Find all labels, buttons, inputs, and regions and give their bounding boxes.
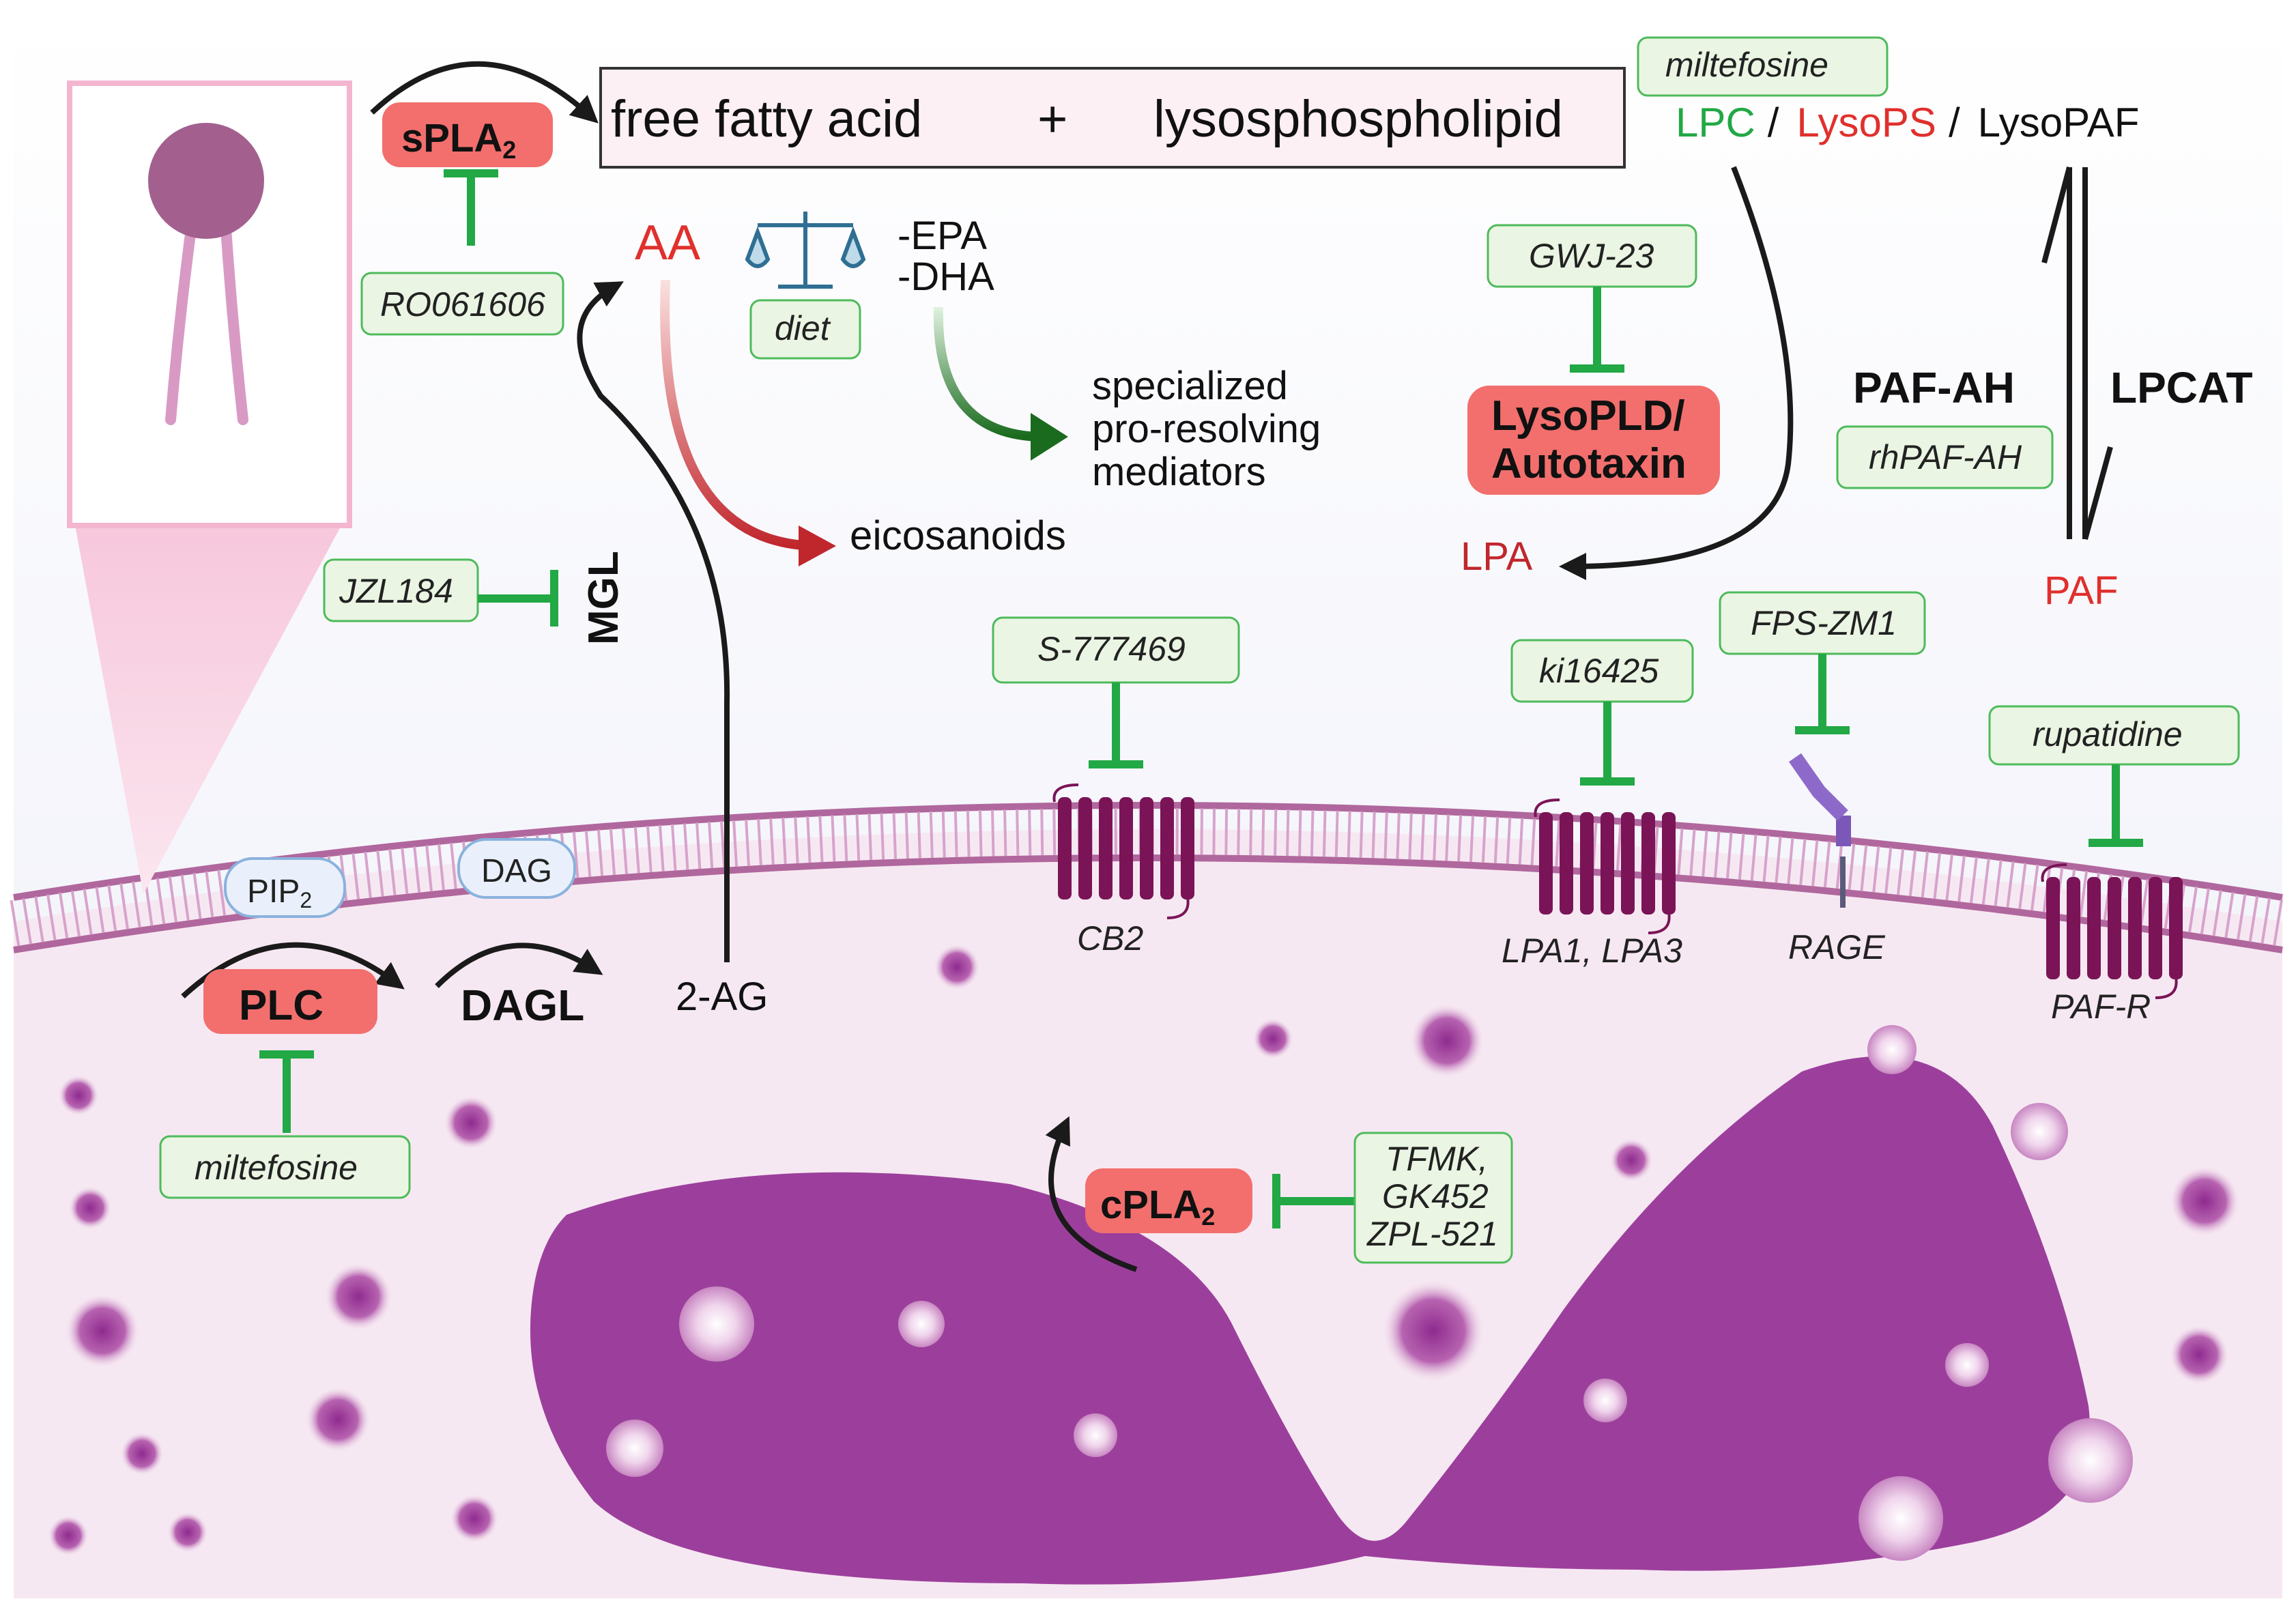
svg-text:LPC/LysoPS/LysoPAF: LPC / LysoPS / LysoPAF bbox=[1676, 100, 2139, 145]
lpa1-lpa3-label: LPA1, LPA3 bbox=[1502, 932, 1682, 970]
diet-label: diet bbox=[775, 309, 831, 347]
lysops-label: LysoPS bbox=[1796, 100, 1936, 145]
zoom-cone bbox=[75, 526, 341, 894]
epa-label: -EPA bbox=[898, 214, 987, 258]
spla2-label: sPLA bbox=[401, 116, 502, 160]
free-fatty-acid-label: free fatty acid bbox=[611, 90, 922, 148]
spla2-box bbox=[382, 102, 553, 167]
dagl-label: DAGL bbox=[461, 981, 584, 1030]
slash-1: / bbox=[1768, 100, 1779, 145]
s777469-label: S-777469 bbox=[1037, 630, 1186, 668]
paf-ah-label: PAF-AH bbox=[1853, 363, 2015, 412]
rhpaf-ah-box bbox=[1836, 425, 2054, 489]
miltefosine-plc-label: miltefosine bbox=[195, 1149, 358, 1187]
aa-to-eicosanoids bbox=[660, 279, 820, 551]
mgl-label: MGL bbox=[580, 551, 627, 645]
jzl184-label: JZL184 bbox=[339, 572, 453, 610]
svg-text:cPLA2: cPLA2 bbox=[1100, 1183, 1215, 1230]
phospholipid-icon bbox=[148, 123, 264, 425]
spm-arrowhead bbox=[1031, 413, 1068, 461]
plc-label: PLC bbox=[239, 982, 324, 1029]
spm-label-1: specialized bbox=[1092, 364, 1288, 408]
rhpaf-ah-label: rhPAF-AH bbox=[1869, 438, 2022, 476]
lysopld-box bbox=[1467, 386, 1720, 495]
cpla2-arrow bbox=[1045, 1116, 1138, 1272]
lpa-label: LPA bbox=[1461, 534, 1533, 579]
miltefosine-top-box bbox=[1637, 36, 1889, 97]
tfmk-label-1: TFMK, bbox=[1386, 1140, 1488, 1178]
spm-label-2: pro-resolving bbox=[1092, 407, 1321, 451]
spla2-arrow bbox=[370, 61, 599, 124]
tfmk-label-3: ZPL-521 bbox=[1366, 1215, 1498, 1253]
rage-label: RAGE bbox=[1788, 928, 1885, 966]
tfmk-box bbox=[1353, 1132, 1513, 1264]
epa-to-spm-arrow bbox=[933, 306, 1045, 442]
lpcat-label: LPCAT bbox=[2110, 363, 2253, 412]
lysophospholipid-label: lysosphospholipid bbox=[1153, 90, 1563, 148]
dagl-arrow bbox=[435, 942, 603, 988]
svg-text:PIP2: PIP2 bbox=[247, 874, 312, 912]
lpc-to-lpa-arrow bbox=[1559, 166, 1794, 580]
diet-box bbox=[749, 299, 861, 360]
jzl184-box bbox=[323, 558, 479, 622]
paf-label: PAF bbox=[2044, 568, 2119, 613]
ki16425-box bbox=[1510, 639, 1694, 703]
pip2-pill bbox=[224, 857, 346, 918]
gwj23-label: GWJ-23 bbox=[1529, 237, 1654, 275]
rage-receptor-icon bbox=[1788, 753, 1851, 908]
slash-2: / bbox=[1949, 100, 1960, 145]
gwj23-box bbox=[1487, 224, 1697, 288]
pip2-subscript: 2 bbox=[300, 888, 312, 912]
dha-label: -DHA bbox=[898, 255, 994, 299]
paf-receptor-icon bbox=[2041, 863, 2183, 999]
cb2-label: CB2 bbox=[1077, 919, 1143, 958]
spla2-subscript: 2 bbox=[502, 136, 516, 164]
miltefosine-plc-box bbox=[159, 1135, 411, 1199]
ro061606-label: RO061606 bbox=[380, 285, 545, 323]
ro061606-box bbox=[360, 272, 564, 336]
cpla2-label: cPLA bbox=[1100, 1183, 1201, 1227]
autotaxin-label: Autotaxin bbox=[1491, 440, 1687, 487]
paf-r-label: PAF-R bbox=[2051, 988, 2151, 1026]
eicosanoids-arrowhead bbox=[799, 526, 836, 566]
lysopaf-label: LysoPAF bbox=[1978, 100, 2140, 145]
2ag-to-aa-arrow bbox=[577, 281, 730, 962]
miltefosine-top-label: miltefosine bbox=[1665, 46, 1828, 84]
spm-label-3: mediators bbox=[1092, 450, 1266, 494]
aa-label: AA bbox=[635, 216, 700, 270]
2ag-label: 2-AG bbox=[676, 975, 768, 1019]
lysopld-label: LysoPLD/ bbox=[1491, 392, 1685, 440]
pip2-label: PIP bbox=[247, 874, 300, 910]
paf-equilibrium-arrows bbox=[2041, 166, 2113, 541]
dag-label: DAG bbox=[481, 853, 552, 889]
lpc-label: LPC bbox=[1676, 100, 1755, 145]
rupatidine-label: rupatidine bbox=[2033, 715, 2183, 753]
fpszm1-label: FPS-ZM1 bbox=[1751, 604, 1897, 642]
eicosanoids-label: eicosanoids bbox=[850, 513, 1066, 558]
lpa-receptor-icon bbox=[1534, 798, 1676, 934]
svg-text:sPLA2: sPLA2 bbox=[401, 116, 516, 164]
cpla2-subscript: 2 bbox=[1201, 1203, 1215, 1230]
balance-scale-icon bbox=[745, 212, 866, 289]
nucleus bbox=[530, 1056, 2090, 1585]
plc-box bbox=[203, 969, 377, 1034]
ki16425-label: ki16425 bbox=[1539, 652, 1659, 690]
nuclear-vesicles bbox=[606, 1025, 2133, 1561]
cb2-receptor-icon bbox=[1052, 783, 1194, 919]
dag-pill bbox=[457, 838, 576, 899]
products-box bbox=[599, 67, 1626, 169]
tfmk-label-2: GK452 bbox=[1382, 1177, 1489, 1215]
plus-sign: + bbox=[1037, 90, 1067, 148]
cpla2-box bbox=[1085, 1168, 1252, 1233]
